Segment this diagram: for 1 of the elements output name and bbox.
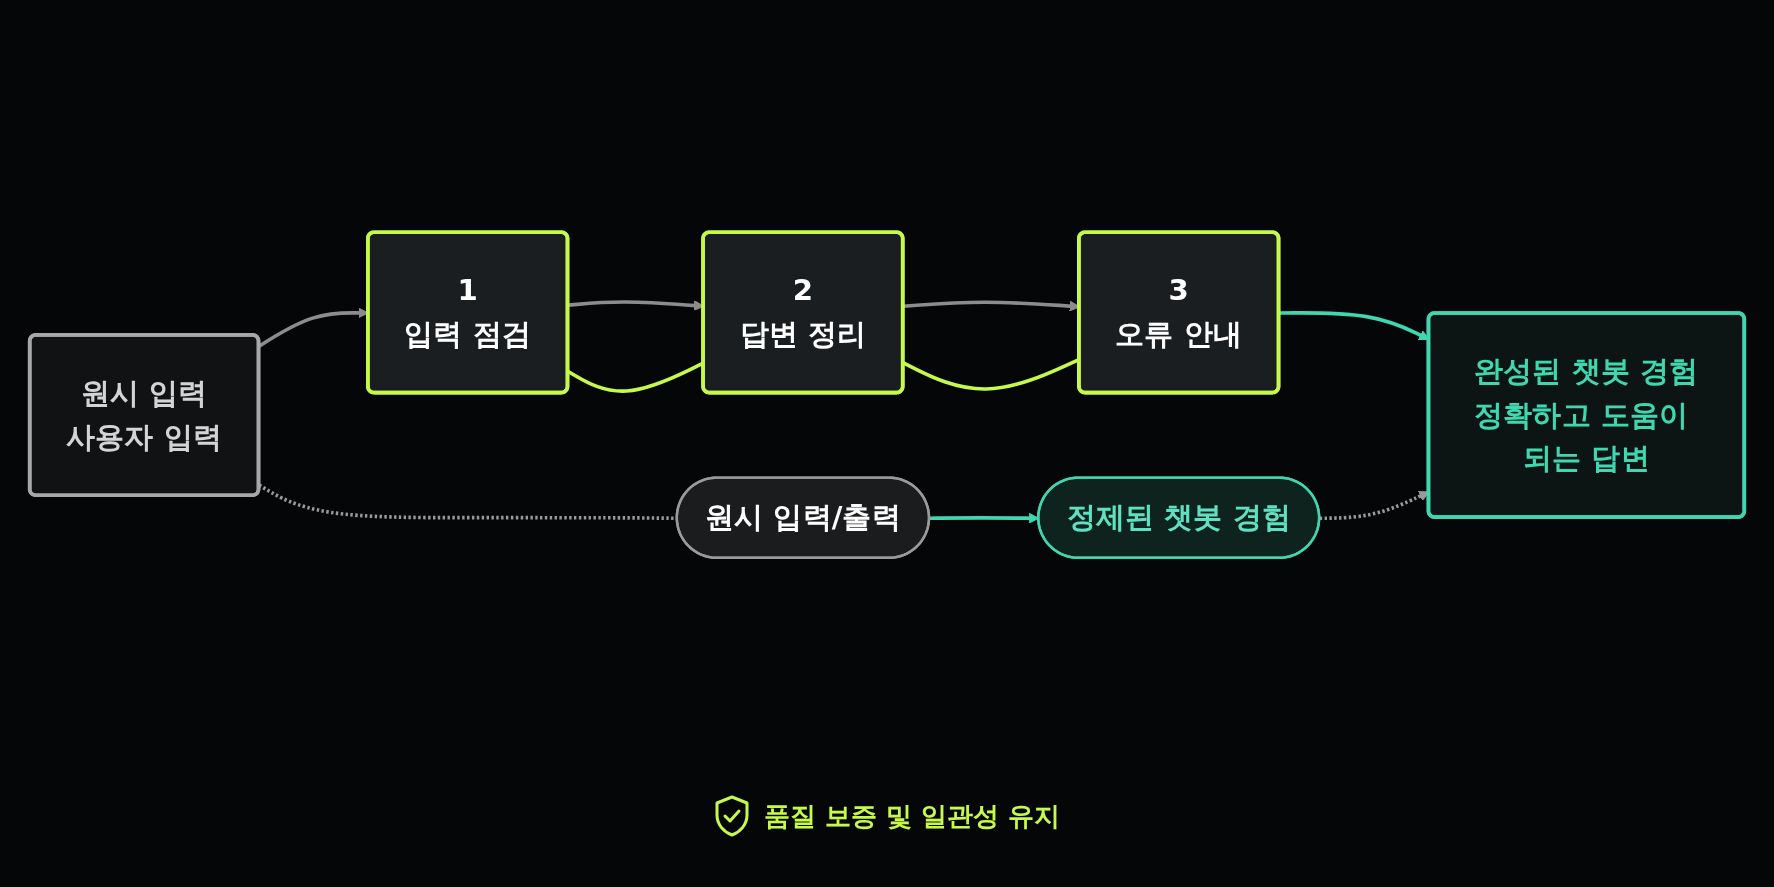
note-text: 품질 보증 및 일관성 유지 (763, 799, 1061, 833)
